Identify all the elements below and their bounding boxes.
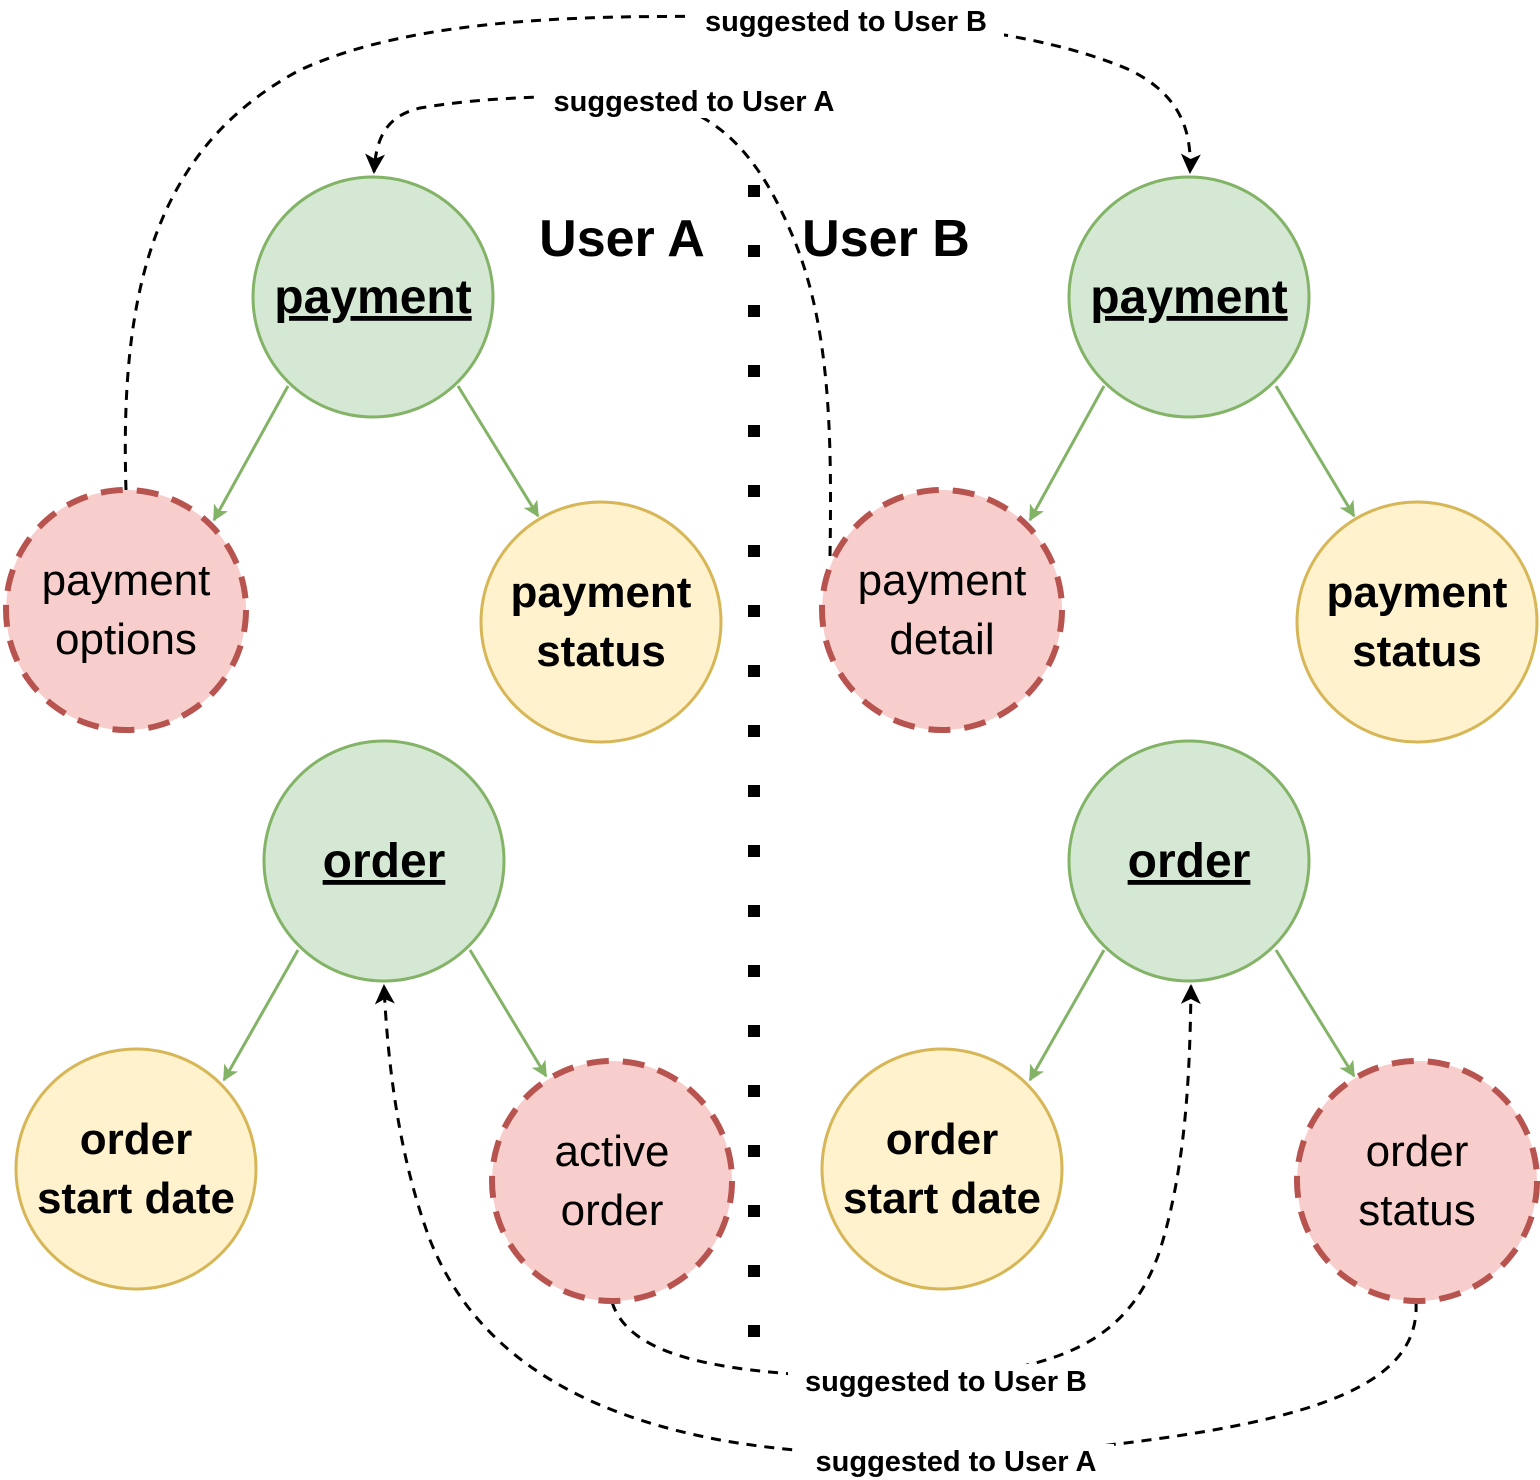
attr-line-2: status (1358, 1186, 1475, 1235)
attr-line-2: detail (889, 615, 994, 664)
attr-line-1: payment (42, 556, 211, 605)
user-b-order-status-node[interactable]: order status (1294, 1058, 1540, 1304)
suggestion-edge-active-order-to-b (610, 984, 1201, 1380)
label-text: suggested to User A (816, 1446, 1097, 1478)
edge-b-payment-detail (1028, 385, 1106, 522)
entity-label: order (323, 835, 446, 888)
attr-line-1: active (555, 1127, 670, 1176)
attr-line-1: order (1366, 1127, 1469, 1176)
key-attr-circle (14, 1047, 258, 1291)
user-a-label: User A (539, 210, 705, 268)
attr-line-1: payment (1327, 568, 1508, 617)
user-a-active-order-node[interactable]: active order (489, 1058, 735, 1304)
suggestion-label-active-order-to-b: suggested to User B (788, 1364, 1104, 1398)
attr-line-2: options (55, 615, 197, 664)
suggestion-edge-order-status-to-a (374, 984, 1418, 1457)
attr-line-1: order (886, 1115, 998, 1164)
attr-line-2: status (536, 627, 666, 676)
user-b-payment-detail-node[interactable]: payment detail (819, 487, 1065, 733)
user-a-payment-entity[interactable]: payment (251, 175, 495, 419)
label-text: suggested to User B (705, 6, 987, 38)
label-text: suggested to User B (805, 1366, 1087, 1398)
entity-circle (251, 175, 495, 419)
suggestion-label-payment-options-to-b: suggested to User B (688, 4, 1004, 38)
attr-line-1: payment (858, 556, 1027, 605)
edge-b-order-start-date (1028, 949, 1106, 1082)
user-b-payment-entity[interactable]: payment (1067, 175, 1311, 419)
tree-edges (212, 385, 1356, 1082)
entity-circle (1067, 739, 1311, 983)
attr-line-1: order (80, 1115, 192, 1164)
entity-circle (262, 739, 506, 983)
suggested-attr-circle (1294, 1058, 1540, 1304)
suggestion-label-payment-detail-to-a: suggested to User A (536, 84, 852, 118)
attr-line-2: status (1352, 627, 1482, 676)
user-a-payment-options-node[interactable]: payment options (3, 487, 249, 733)
user-a-payment-status-node[interactable]: payment status (479, 500, 723, 744)
user-a-order-start-date-node[interactable]: order start date (14, 1047, 258, 1291)
entity-circle (1067, 175, 1311, 419)
suggested-attr-circle (489, 1058, 735, 1304)
attr-line-1: payment (511, 568, 692, 617)
label-text: suggested to User A (554, 86, 835, 118)
key-attr-circle (820, 1047, 1064, 1291)
label-bg (688, 4, 1004, 38)
entity-label: order (1128, 835, 1251, 888)
edge-a-active-order (468, 949, 548, 1078)
suggested-attr-circle (819, 487, 1065, 733)
edge-b-payment-status (1274, 385, 1356, 518)
user-b-order-start-date-node[interactable]: order start date (820, 1047, 1064, 1291)
attr-line-2: order (561, 1186, 664, 1235)
user-a-order-entity[interactable]: order (262, 739, 506, 983)
entity-label: payment (1090, 271, 1287, 324)
user-b-payment-status-node[interactable]: payment status (1295, 500, 1539, 744)
key-attr-circle (1295, 500, 1539, 744)
attr-line-2: start date (843, 1174, 1041, 1223)
edge-a-order-start-date (222, 949, 300, 1082)
attr-line-2: start date (37, 1174, 235, 1223)
label-bg (798, 1444, 1114, 1478)
user-b-order-entity[interactable]: order (1067, 739, 1311, 983)
entity-label: payment (274, 271, 471, 324)
suggestion-label-order-status-to-a: suggested to User A (798, 1444, 1114, 1478)
edge-a-payment-status (456, 385, 540, 518)
label-bg (536, 84, 852, 118)
edge-a-payment-options (212, 385, 290, 522)
key-attr-circle (479, 500, 723, 744)
suggested-attr-circle (3, 487, 249, 733)
user-b-label: User B (802, 210, 970, 268)
edge-b-order-status (1274, 949, 1356, 1078)
label-bg (788, 1364, 1104, 1398)
